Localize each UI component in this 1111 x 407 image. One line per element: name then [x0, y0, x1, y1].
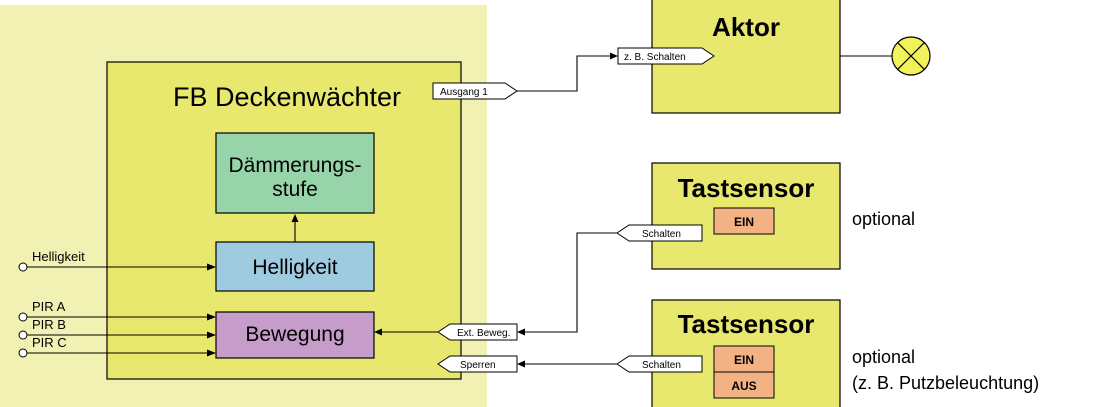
helligkeit-block: [215, 241, 375, 292]
ext-beweg-label: Ext. Beweg.: [457, 328, 510, 339]
ausgang-1-port: [432, 82, 518, 100]
pir-a-input-arrowhead: [207, 313, 216, 321]
tastsensor-1-ein-label: EIN: [734, 215, 754, 229]
daemmerungsstufe-block: [215, 132, 375, 214]
sperren-label: Sperren: [460, 360, 496, 371]
daemmerungsstufe-label-line1: Dämmerungs-: [228, 154, 361, 177]
pir-a-input-label: PIR A: [32, 299, 66, 314]
helligkeit-input-terminal: [18, 262, 28, 272]
daemmerungsstufe-label-line2: stufe: [272, 178, 318, 201]
tastsensor-1-port: [616, 224, 703, 242]
tastsensor-2-title: Tastsensor: [678, 309, 815, 339]
tastsensor-1-to-ext-beweg-wire: [525, 232, 617, 333]
tastsensor-1-title: Tastsensor: [678, 173, 815, 203]
tastsensor-2-to-sperren-arrowhead: [517, 360, 525, 368]
fb-title: FB Deckenwächter: [173, 82, 401, 112]
helligkeit-input-label: Helligkeit: [32, 249, 85, 264]
aktor-title: Aktor: [712, 12, 780, 42]
tastsensor-2-port: [616, 355, 703, 373]
pir-c-input-arrowhead: [207, 349, 216, 357]
bewegung-block: [215, 311, 375, 359]
lamp-cross-2: [897, 42, 925, 70]
aktor-input-label: z. B. Schalten: [624, 52, 686, 63]
pir-c-input-terminal: [18, 348, 28, 358]
helligkeit-to-daemmerung-arrowhead: [291, 214, 299, 222]
pir-b-input-terminal: [18, 330, 28, 340]
tastsensor-2-ein-label: EIN: [734, 353, 754, 367]
ausgang-to-aktor-wire: [517, 55, 612, 92]
aktor-input-port: [617, 47, 715, 65]
tastsensor-2-note-line1: optional: [852, 347, 915, 367]
ausgang-1-label: Ausgang 1: [440, 87, 488, 98]
tastsensor-1-ein-button: [713, 207, 775, 235]
ext-beweg-to-bewegung-arrowhead: [374, 328, 382, 336]
ausgang-to-aktor-arrowhead: [610, 52, 618, 60]
tastsensor-2-aus-button: [713, 371, 775, 399]
helligkeit-input-arrowhead: [207, 263, 216, 271]
tastsensor-2-port-label: Schalten: [642, 360, 681, 371]
pir-a-input-terminal: [18, 312, 28, 322]
pir-c-input-label: PIR C: [32, 335, 67, 350]
tastsensor-1-note: optional: [852, 209, 915, 229]
helligkeit-block-label: Helligkeit: [252, 256, 337, 279]
pir-b-input-arrowhead: [207, 331, 216, 339]
tastsensor-1-to-ext-beweg-arrowhead: [517, 328, 525, 336]
tastsensor-2-aus-label: AUS: [731, 379, 756, 393]
pir-b-input-label: PIR B: [32, 317, 66, 332]
tastsensor-1-port-label: Schalten: [642, 229, 681, 240]
bewegung-block-label: Bewegung: [245, 323, 344, 346]
tastsensor-2-note-line2: (z. B. Putzbeleuchtung): [852, 373, 1039, 393]
